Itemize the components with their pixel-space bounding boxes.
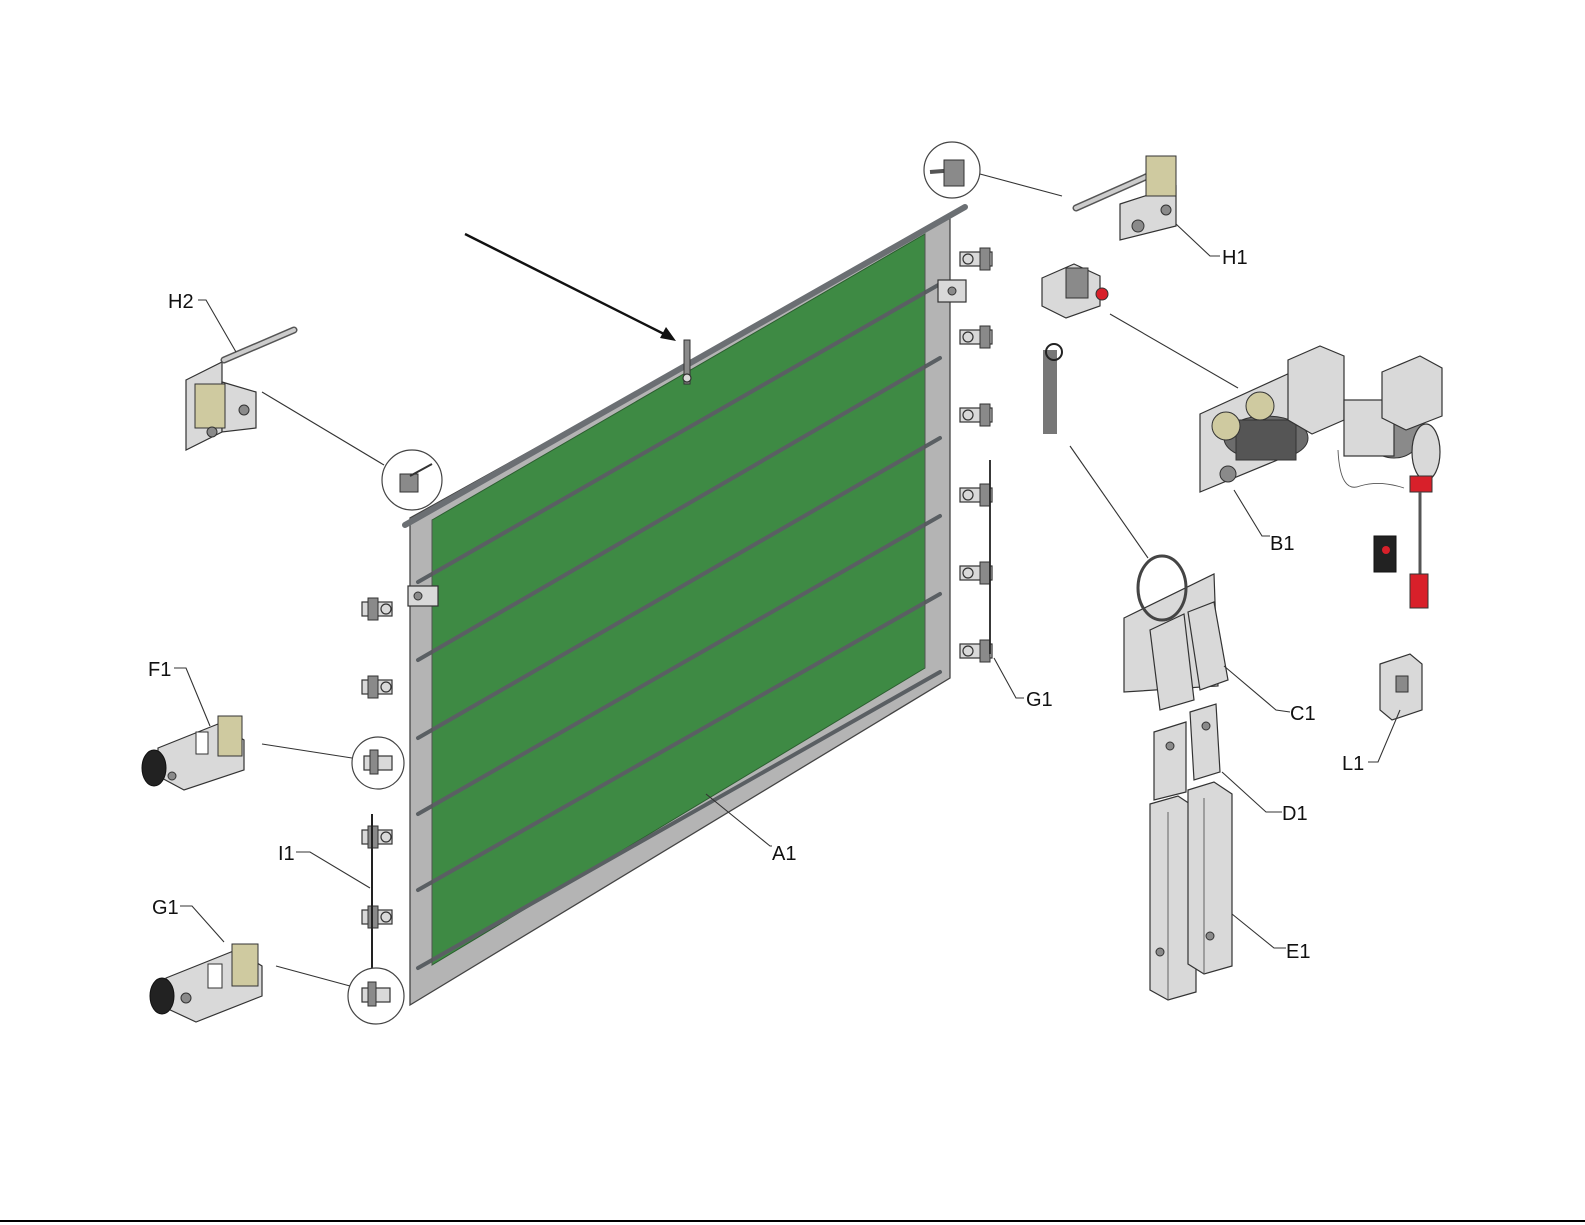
- bracket-h1: [1076, 156, 1176, 240]
- label-h2: H2: [168, 291, 236, 352]
- detail-circle-g1: [348, 968, 404, 1024]
- label-b1-text: B1: [1270, 533, 1294, 555]
- door-panel: [405, 207, 965, 1005]
- motor-b1-small: [1042, 264, 1108, 318]
- label-g1-left: G1: [152, 897, 224, 942]
- curtain-fabric: [432, 234, 925, 965]
- label-d1-text: D1: [1282, 803, 1308, 825]
- label-c1: C1: [1224, 666, 1316, 725]
- label-i1-text: I1: [278, 843, 295, 865]
- detail-circle-h2: [382, 450, 442, 510]
- cable-drum-c1: [1046, 344, 1228, 710]
- bottom-rule: [0, 1220, 1585, 1222]
- label-d1: D1: [1222, 772, 1308, 825]
- bracket-h2: [186, 330, 294, 450]
- roller-f1: [142, 716, 244, 790]
- label-h1: H1: [1176, 224, 1248, 269]
- label-b1: B1: [1234, 490, 1294, 555]
- label-l1-text: L1: [1342, 753, 1364, 775]
- label-f1: F1: [148, 659, 210, 726]
- label-g1-right: G1: [994, 658, 1053, 711]
- label-a1-text: A1: [772, 843, 796, 865]
- label-e1: E1: [1232, 914, 1310, 963]
- detail-circle-h1: [924, 142, 980, 198]
- label-g1-right-text: G1: [1026, 689, 1053, 711]
- label-a1: A1: [706, 794, 796, 865]
- top-pointer-arrow: [465, 234, 691, 384]
- motor-b1: [1200, 346, 1442, 608]
- label-i1: I1: [278, 843, 370, 888]
- roller-g1-left: [150, 944, 262, 1022]
- detail-circle-f1: [352, 737, 404, 789]
- switch-box-l1: [1380, 654, 1422, 720]
- label-h1-text: H1: [1222, 247, 1248, 269]
- label-h2-text: H2: [168, 291, 194, 313]
- columns-e1: [1150, 782, 1232, 1000]
- label-g1-left-text: G1: [152, 897, 179, 919]
- label-e1-text: E1: [1286, 941, 1310, 963]
- label-c1-text: C1: [1290, 703, 1316, 725]
- label-f1-text: F1: [148, 659, 171, 681]
